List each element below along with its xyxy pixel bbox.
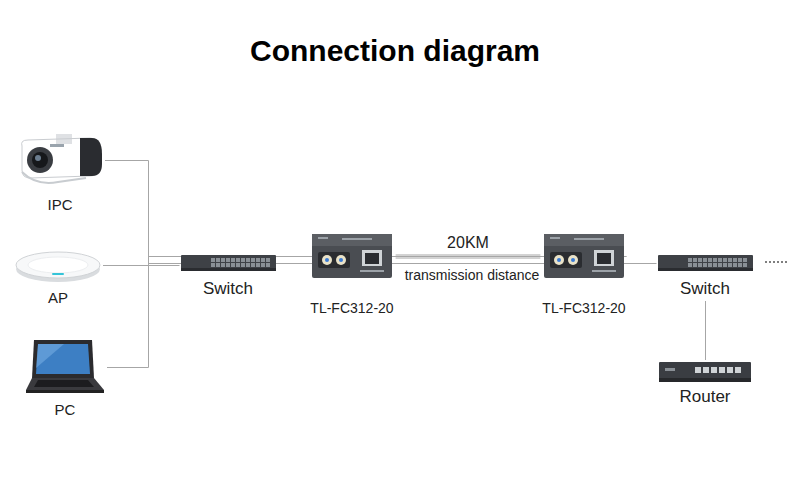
dotted-line [765,261,787,263]
connector-line [705,301,706,360]
device-node: PC [24,338,106,418]
router-icon [659,362,751,382]
connector [105,161,180,264]
device-label: Switch [203,279,253,299]
connector [705,301,706,360]
device-node: TL-FC312-20 [310,234,393,316]
device-label: TL-FC312-20 [542,300,625,316]
device-node: IPC [16,130,104,213]
device-node: Switch [181,255,276,299]
device-node: AP [14,245,102,306]
switch-icon [658,255,753,271]
device-label: IPC [47,196,72,213]
connector-line [103,265,180,266]
diagram-title: Connection diagram [0,34,790,68]
device-label: AP [48,289,68,306]
device-label: Router [679,387,730,407]
device-label: PC [55,401,76,418]
device-label: TL-FC312-20 [310,300,393,316]
device-label: Switch [680,279,730,299]
connector-line [107,264,180,368]
connector-line [396,255,541,256]
media-converter-icon [544,234,624,278]
device-node: TL-FC312-20 [542,234,625,316]
media-converter-icon [312,234,392,278]
laptop-icon [24,338,106,396]
connector-line [105,161,180,264]
device-node: Router [659,362,751,407]
access-point-icon [14,245,102,285]
connector [107,264,180,368]
switch-icon [181,255,276,271]
note-label: transmission distance [403,267,542,283]
connector [103,265,180,266]
connector-line [396,258,541,259]
device-node: Switch [658,255,753,299]
edge-label: 20KM [445,234,491,252]
camera-icon [16,130,104,190]
